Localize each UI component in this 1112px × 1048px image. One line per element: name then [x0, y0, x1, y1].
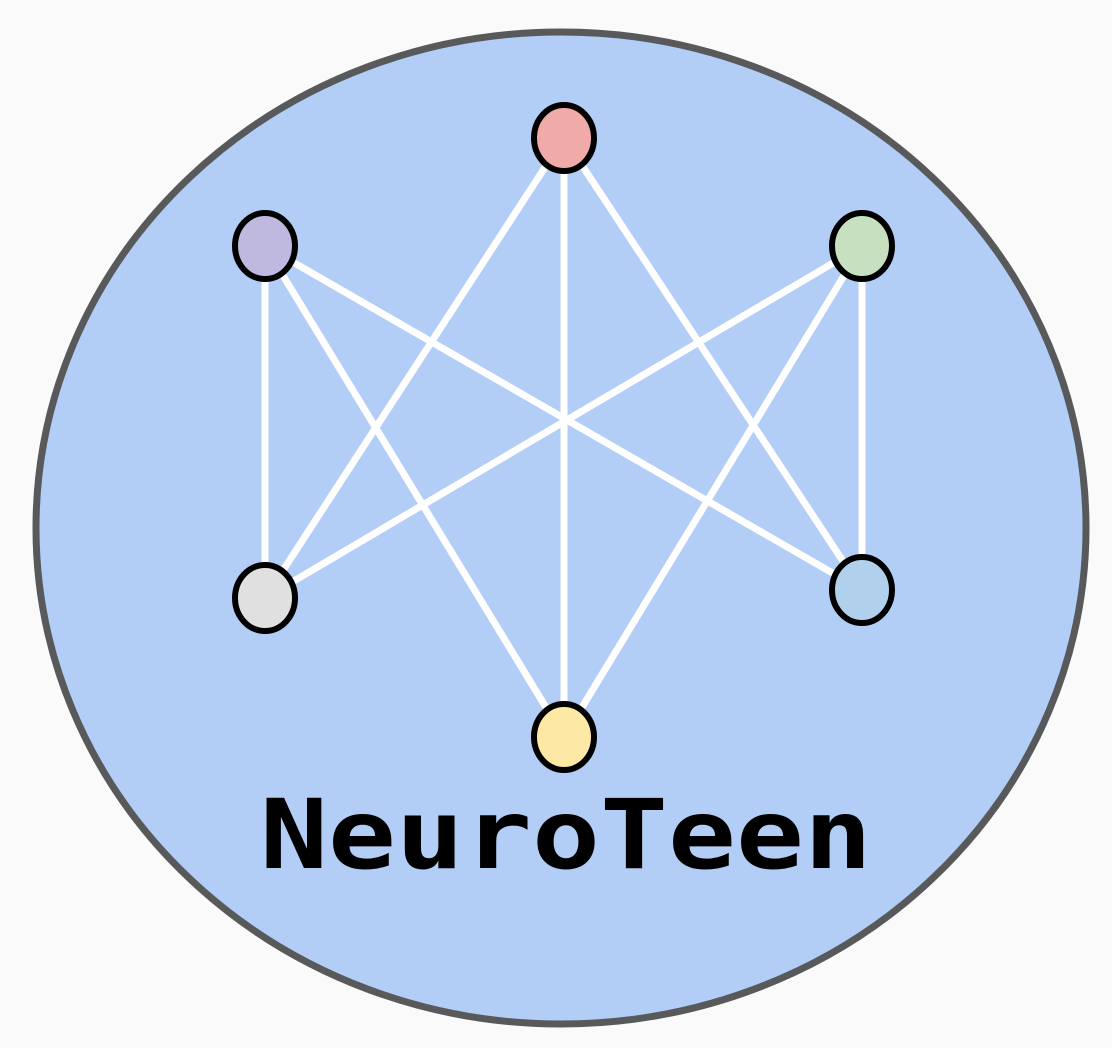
node-lower-left [232, 562, 298, 634]
node-upper-right [829, 210, 895, 282]
node-top [531, 102, 597, 174]
edge-top-to-lower-right [561, 136, 865, 592]
node-lower-right [829, 554, 895, 626]
edge-top-to-lower-left [262, 136, 567, 600]
wordmark: NeuroTeen [260, 779, 872, 891]
edge-upper-left-to-bottom [262, 244, 567, 739]
edge-upper-right-to-bottom [561, 244, 865, 739]
node-upper-left [232, 210, 298, 282]
node-bottom [531, 701, 597, 773]
network-edges [261, 136, 866, 739]
network-nodes [232, 102, 895, 773]
edge-upper-right-to-lower-left [263, 242, 864, 602]
